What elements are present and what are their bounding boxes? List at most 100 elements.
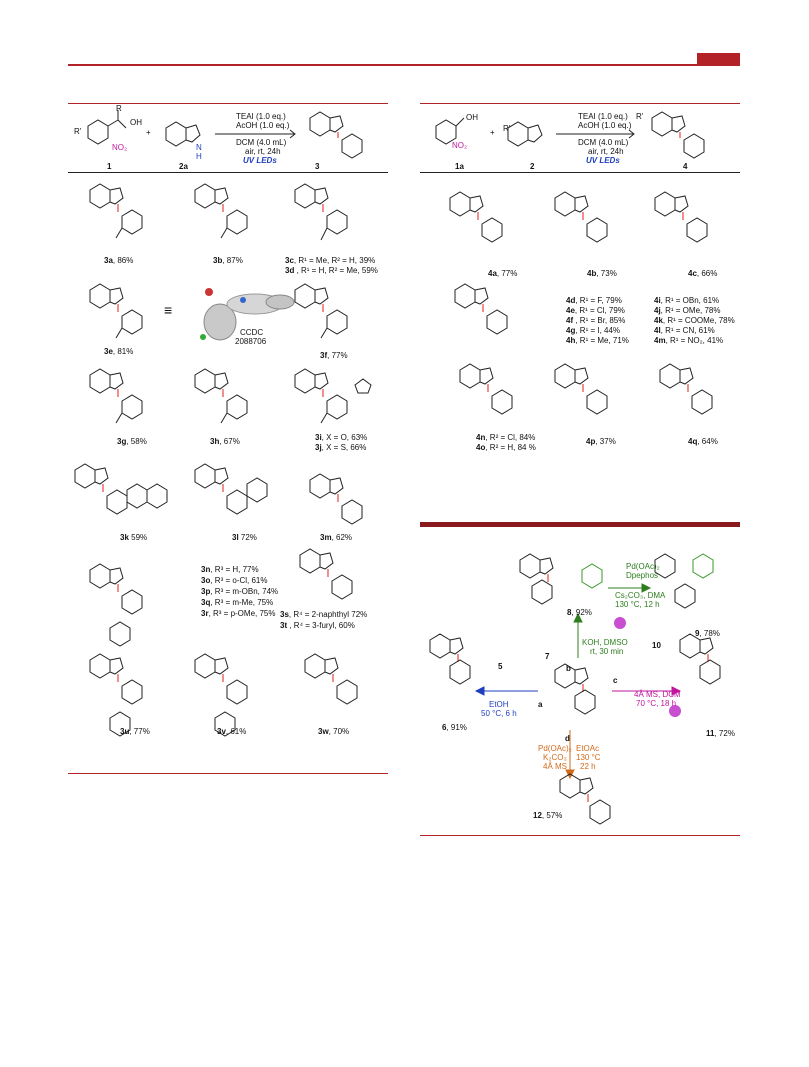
- structure-3v: [194, 653, 248, 737]
- scheme-1-reagent-mid: AcOH (1.0 eq.): [236, 121, 290, 130]
- ccdc-number: 2088706: [235, 337, 267, 346]
- route-a-label: a: [538, 700, 543, 709]
- scheme-2-light: UV LEDs: [586, 156, 620, 165]
- scheme-1-light: UV LEDs: [243, 156, 277, 165]
- scheme-3-structures: [429, 553, 721, 825]
- structure-4p: [554, 363, 608, 415]
- structure-4a: [449, 191, 503, 243]
- structure-3f: [294, 283, 348, 339]
- product-3r: 3r, R³ = p-OMe, 75%: [201, 609, 276, 618]
- product-4c: 4c, 66%: [688, 269, 718, 278]
- scheme-2-plus: +: [490, 128, 495, 137]
- scheme-1-product-structures: [74, 183, 372, 737]
- plus-sign: +: [146, 128, 151, 137]
- compound-7-label: 7: [545, 652, 550, 661]
- route-top-cat: Pd(OAc)₂: [626, 562, 660, 571]
- reagent-10-label: 10: [652, 641, 661, 650]
- scheme-1-oh: OH: [130, 118, 142, 127]
- route-a-conditions: 50 °C, 6 h: [481, 709, 517, 718]
- scheme-2-solvent: DCM (4.0 mL): [578, 138, 629, 147]
- scheme-2-product-r-prime: R': [636, 112, 644, 121]
- structure-3l: [194, 463, 268, 515]
- product-4j: 4j, R¹ = OMe, 78%: [654, 306, 721, 315]
- product-4n: 4n, R² = Cl, 84%: [476, 433, 536, 442]
- product-4d: 4d, R¹ = F, 79%: [566, 296, 622, 305]
- scheme-1-reagent-top: TEAI (1.0 eq.): [236, 112, 286, 121]
- product-4k: 4k, R¹ = COOMe, 78%: [654, 316, 735, 325]
- structure-3a: [89, 183, 143, 239]
- crystal-structure-image: [200, 288, 295, 341]
- scheme-1-bottom-rule: [68, 773, 388, 774]
- structure-11: [679, 633, 721, 685]
- label-1: 1: [107, 162, 112, 171]
- route-d-sieves: 4Å MS: [543, 762, 568, 771]
- scheme-1-divider: [68, 172, 388, 173]
- route-d-solvent: EtOAc: [576, 744, 600, 753]
- route-a-solvent: EtOH: [489, 700, 509, 709]
- product-3a: 3a, 86%: [104, 256, 134, 265]
- scheme-2-product-structures: [449, 191, 713, 415]
- scheme-3-top-bar: [420, 522, 740, 527]
- product-4h: 4h, R¹ = Me, 71%: [566, 336, 629, 345]
- equivalence-sign: ≡: [164, 302, 173, 318]
- route-d-label: d: [565, 734, 570, 743]
- product-3s: 3s, R⁴ = 2-naphthyl 72%: [280, 610, 368, 619]
- product-4q: 4q, 64%: [688, 437, 718, 446]
- route-d-time: 22 h: [580, 762, 596, 771]
- structure-3m: [309, 473, 363, 525]
- scheme-1-top-rule: [68, 103, 388, 104]
- scheme-2-top-rule: [420, 103, 740, 104]
- route-b-conditions: rt, 30 min: [590, 647, 624, 656]
- product-3g: 3g, 58%: [117, 437, 147, 446]
- product-4o: 4o, R² = H, 84 %: [476, 443, 536, 452]
- scheme-2-divider: [420, 172, 740, 173]
- structure-6: [429, 633, 471, 685]
- product-3o: 3o, R³ = o-Cl, 61%: [201, 576, 268, 585]
- structure-4b: [554, 191, 608, 243]
- structure-3k: [74, 463, 168, 515]
- structure-3s: [299, 548, 353, 600]
- product-3l: 3l 72%: [232, 533, 257, 542]
- route-top-ligand: Dpephos: [626, 571, 659, 580]
- route-b-label: b: [566, 664, 571, 673]
- product-3e: 3e, 81%: [104, 347, 134, 356]
- structure-3u: [89, 653, 143, 737]
- label-4: 4: [683, 162, 688, 171]
- product-3j: 3j, X = S, 66%: [315, 443, 367, 452]
- product-12: 12, 57%: [533, 811, 563, 820]
- scheme-1-conditions: air, rt, 24h: [245, 147, 281, 156]
- scheme-2-reagent-mid: AcOH (1.0 eq.): [578, 121, 632, 130]
- structure-3n: [89, 563, 143, 647]
- product-3n: 3n, R³ = H, 77%: [201, 565, 259, 574]
- product-4l: 4l, R¹ = CN, 61%: [654, 326, 715, 335]
- product-3q: 3q, R³ = m-Me, 75%: [201, 598, 274, 607]
- scheme-1-reaction-structures: [87, 110, 363, 159]
- structure-4q: [659, 363, 713, 415]
- structure-3c: [294, 183, 348, 241]
- scheme-2-reagent-top: TEAI (1.0 eq.): [578, 112, 628, 121]
- product-3b: 3b, 87%: [213, 256, 243, 265]
- product-8: 8, 92%: [567, 608, 592, 617]
- header-tab: [697, 53, 740, 65]
- product-4g: 4g, R¹ = I, 44%: [566, 326, 621, 335]
- structure-12: [559, 773, 611, 825]
- product-3v: 3v, 61%: [217, 727, 247, 736]
- route-d-base: K₂CO₃: [543, 753, 567, 762]
- label-3: 3: [315, 162, 320, 171]
- product-4a: 4a, 77%: [488, 269, 518, 278]
- product-9: 9, 78%: [695, 629, 720, 638]
- product-3k: 3k 59%: [120, 533, 148, 542]
- structure-3b: [194, 183, 248, 239]
- scheme-1-r-prime: R': [74, 127, 82, 136]
- product-3i: 3i, X = O, 63%: [315, 433, 368, 442]
- product-3f: 3f, 77%: [320, 351, 348, 360]
- label-1a: 1a: [455, 162, 464, 171]
- product-4f: 4f , R¹ = Br, 85%: [566, 316, 626, 325]
- scheme-1-no2: NO₂: [112, 143, 128, 152]
- product-3w: 3w, 70%: [318, 727, 350, 736]
- structure-3h: [194, 368, 248, 424]
- product-4e: 4e, R¹ = Cl, 79%: [566, 306, 625, 315]
- product-3c: 3c, R¹ = Me, R² = H, 39%: [285, 256, 376, 265]
- route-c-label: c: [613, 676, 618, 685]
